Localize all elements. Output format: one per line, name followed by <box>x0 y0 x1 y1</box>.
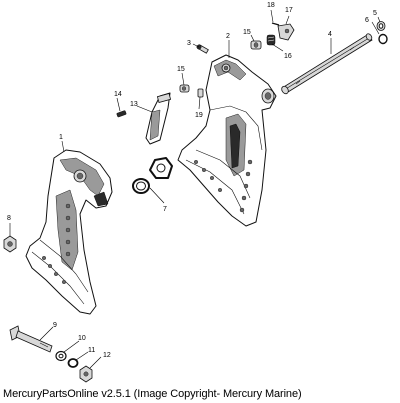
callout-13: 13 <box>130 101 138 108</box>
part-6-ring[interactable] <box>378 33 388 45</box>
part-13-tilt-lock-lever[interactable] <box>145 92 172 145</box>
callout-14: 14 <box>114 91 122 98</box>
part-10-washer[interactable] <box>55 350 67 362</box>
part-3-screw[interactable] <box>196 44 209 54</box>
callout-15-upper: 15 <box>243 29 251 36</box>
part-18-pin[interactable] <box>271 22 280 26</box>
part-7-wear-pad[interactable] <box>132 178 150 194</box>
callout-15-lower: 15 <box>177 66 185 73</box>
callout-9: 9 <box>53 322 57 329</box>
callout-17: 17 <box>285 7 293 14</box>
callout-6: 6 <box>365 17 369 24</box>
callout-5: 5 <box>373 10 377 17</box>
part-12-nut[interactable] <box>79 365 93 383</box>
part-15-bushing-lower[interactable] <box>179 84 190 93</box>
part-4-tilt-tube-shaft[interactable] <box>280 33 373 95</box>
callout-1: 1 <box>59 134 63 141</box>
part-8-nut[interactable] <box>3 235 17 253</box>
part-1-clamp-bracket[interactable] <box>25 149 113 315</box>
part-2-swivel-bracket[interactable] <box>177 54 277 227</box>
part-5-washer[interactable] <box>376 21 386 31</box>
callout-4: 4 <box>328 31 332 38</box>
callout-19: 19 <box>195 112 203 119</box>
leader-lines <box>9 9 381 369</box>
callout-11: 11 <box>88 347 95 354</box>
part-19-pin[interactable] <box>197 88 204 98</box>
part-16-spring[interactable] <box>266 34 276 46</box>
part-14-spring[interactable] <box>116 110 127 118</box>
callout-8: 8 <box>7 215 11 222</box>
callout-16: 16 <box>284 53 292 60</box>
callout-10: 10 <box>78 335 86 342</box>
part-17-lever[interactable] <box>277 23 295 41</box>
callout-18: 18 <box>267 2 275 9</box>
part-15-bushing-upper[interactable] <box>250 40 262 50</box>
callout-3: 3 <box>187 40 191 47</box>
callout-12: 12 <box>103 352 111 359</box>
callout-2: 2 <box>226 33 230 40</box>
part-9-bolt[interactable] <box>9 325 53 353</box>
callout-numbers: 1 2 3 4 5 6 7 8 9 10 11 12 13 14 15 15 1… <box>7 2 377 359</box>
callout-7: 7 <box>163 206 167 213</box>
image-caption: MercuryPartsOnline v2.5.1 (Image Copyrig… <box>3 388 302 400</box>
part-11-lock-washer[interactable] <box>67 358 79 368</box>
part-7-wear-pad-2[interactable] <box>149 157 173 179</box>
